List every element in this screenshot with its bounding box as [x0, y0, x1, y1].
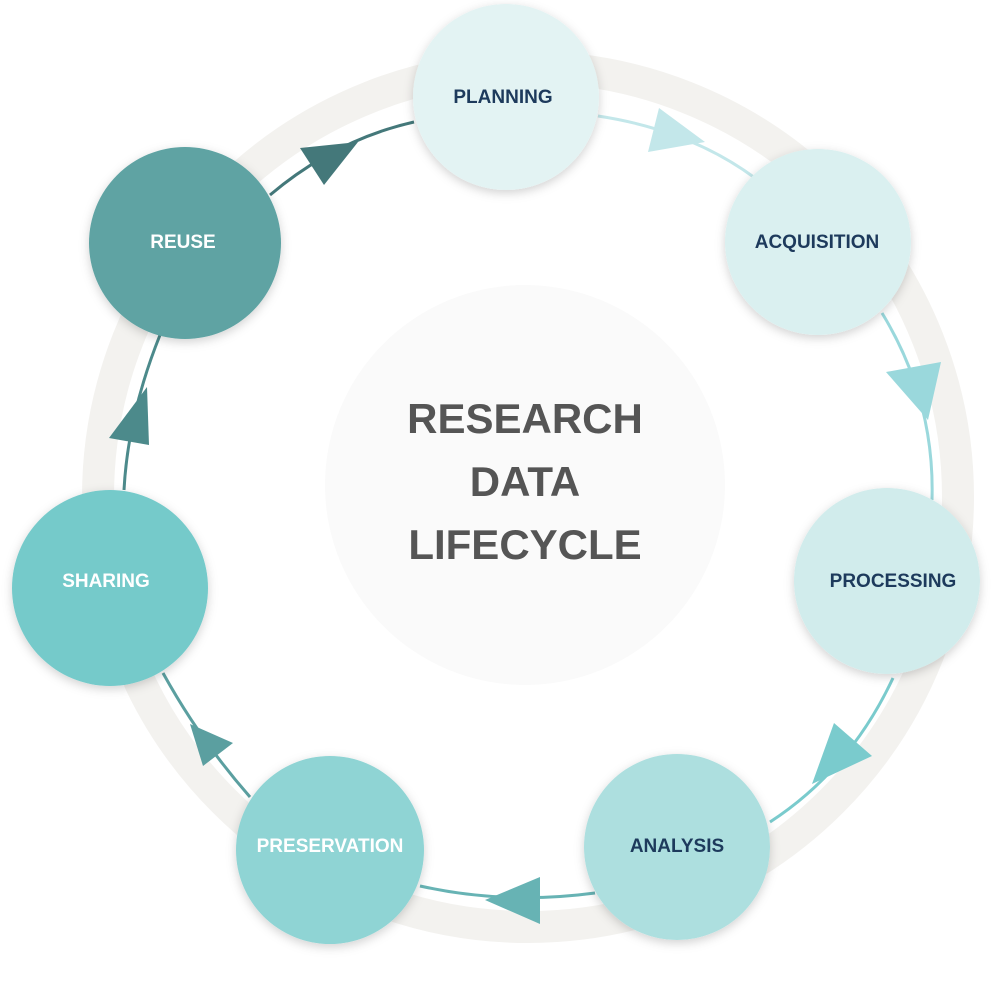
stage-label-reuse: REUSE: [150, 232, 215, 253]
arrow-preservation-sharing: [190, 724, 233, 766]
arrow-acquisition-processing: [886, 362, 941, 420]
connectors-group: [109, 108, 941, 924]
center-title-line-2: DATA: [470, 458, 580, 505]
stage-label-acquisition: ACQUISITION: [755, 232, 880, 253]
stage-circle: [584, 754, 770, 940]
stage-circle: [236, 756, 424, 944]
center-title-line-3: LIFECYCLE: [408, 521, 641, 568]
stage-circle: [12, 490, 208, 686]
stage-sharing[interactable]: [12, 490, 208, 686]
stage-acquisition[interactable]: [725, 149, 911, 335]
stage-planning[interactable]: [413, 4, 599, 190]
stage-label-preservation: PRESERVATION: [257, 836, 404, 857]
center-title-line-1: RESEARCH: [407, 395, 643, 442]
arrow-processing-analysis: [812, 723, 872, 784]
stage-label-analysis: ANALYSIS: [630, 836, 724, 857]
stage-processing[interactable]: [794, 488, 980, 674]
center-disk: [325, 285, 725, 685]
stage-circle: [413, 4, 599, 190]
stage-reuse[interactable]: [89, 147, 281, 339]
arrow-planning-acquisition: [648, 108, 705, 152]
stage-circle: [794, 488, 980, 674]
stage-label-planning: PLANNING: [453, 87, 552, 108]
stage-analysis[interactable]: [584, 754, 770, 940]
stage-label-processing: PROCESSING: [830, 571, 957, 592]
arrow-analysis-preservation: [485, 877, 540, 924]
stage-circle: [89, 147, 281, 339]
stage-circle: [725, 149, 911, 335]
stage-label-sharing: SHARING: [62, 571, 150, 592]
arrow-sharing-reuse: [109, 387, 149, 445]
stage-preservation[interactable]: [236, 756, 424, 944]
arrow-reuse-planning: [300, 142, 358, 185]
